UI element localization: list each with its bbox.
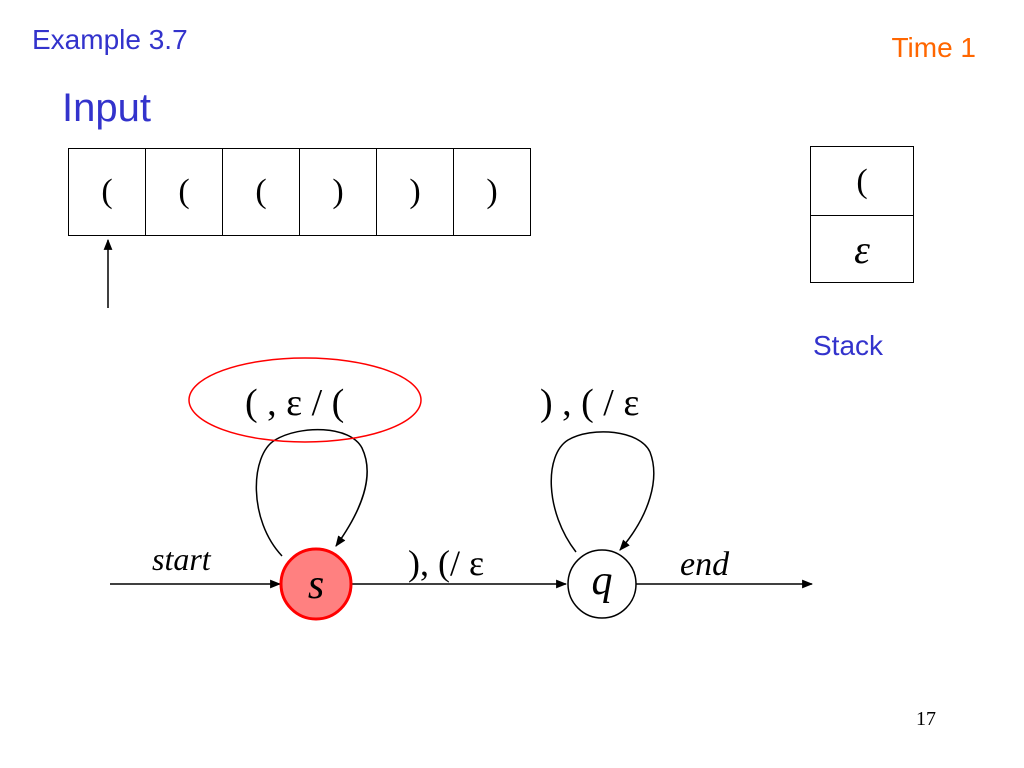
transition-s-q-label: ), (/ ε [408,543,484,583]
tape-cell: ( [69,149,146,235]
tape-cell: ( [223,149,300,235]
state-s-label: s [308,562,324,608]
state-q [567,549,637,619]
stack: ( ε [810,146,914,283]
self-loop-s [255,428,368,557]
state-s [279,547,353,621]
highlight-ellipse [188,357,422,443]
tape-cell: ) [300,149,377,235]
input-heading: Input [62,86,151,130]
self-loop-q [550,431,655,553]
tape-cell: ) [454,149,531,235]
self-loop-q-label: ) , ( / ε [540,382,639,424]
tape-cell: ( [146,149,223,235]
state-q-label: q [592,558,613,604]
self-loop-s-label: ( , ε / ( [245,382,344,424]
start-label: start [152,541,212,577]
slide-title: Example 3.7 [32,24,188,55]
end-label: end [680,546,730,583]
stack-item: ( [856,163,868,200]
stack-label: Stack [813,330,884,361]
input-tape: ( ( ( ) ) ) [68,148,531,236]
tape-cell: ) [377,149,454,235]
stack-cell-bottom: ε [854,226,870,272]
stack-cell-top: ( [811,147,913,216]
time-label: Time 1 [891,32,976,63]
page-number: 17 [916,708,936,730]
